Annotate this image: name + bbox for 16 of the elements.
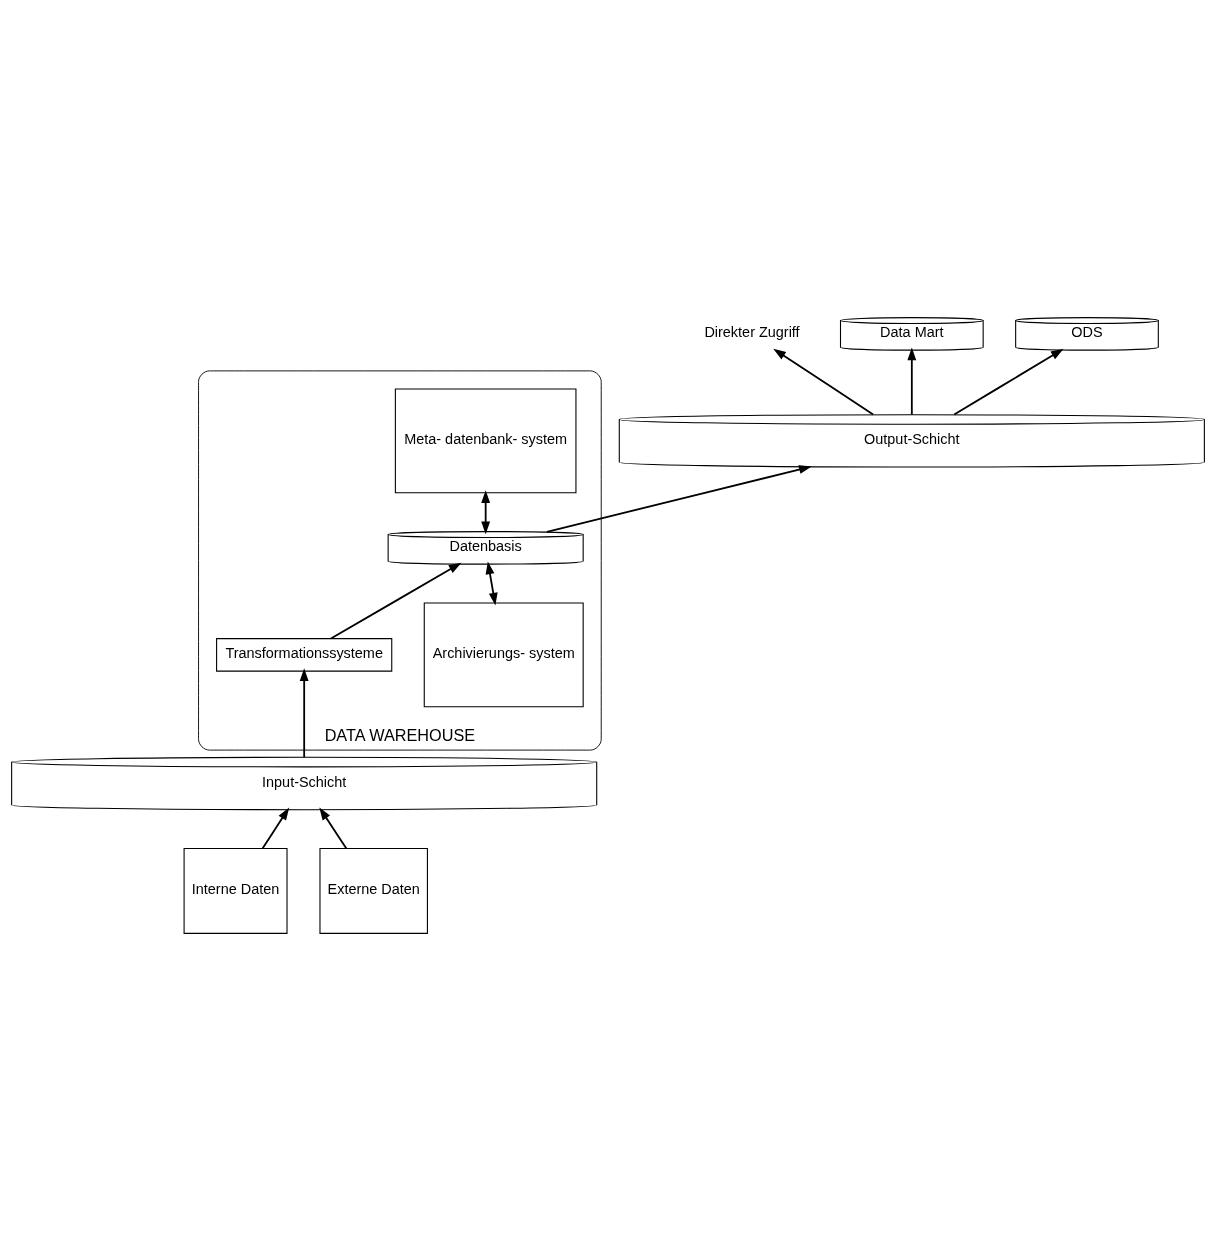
arrow	[773, 348, 875, 415]
arrow	[953, 348, 1064, 415]
arrow	[319, 806, 348, 849]
arrow	[261, 806, 290, 849]
arrow	[546, 464, 812, 533]
node-box: Interne Daten	[183, 847, 288, 934]
node-box: Transformationssysteme	[216, 637, 393, 672]
arrow	[330, 562, 462, 639]
node-box: Archivierungs- system	[423, 601, 584, 707]
node-box: Externe Daten	[319, 847, 428, 934]
arrow	[907, 347, 917, 415]
node-text: Direkter Zugriff	[704, 323, 800, 340]
arrow	[299, 667, 309, 758]
arrow	[481, 489, 491, 534]
node-box: Meta- datenbank- system	[394, 387, 577, 493]
arrow	[485, 560, 498, 606]
